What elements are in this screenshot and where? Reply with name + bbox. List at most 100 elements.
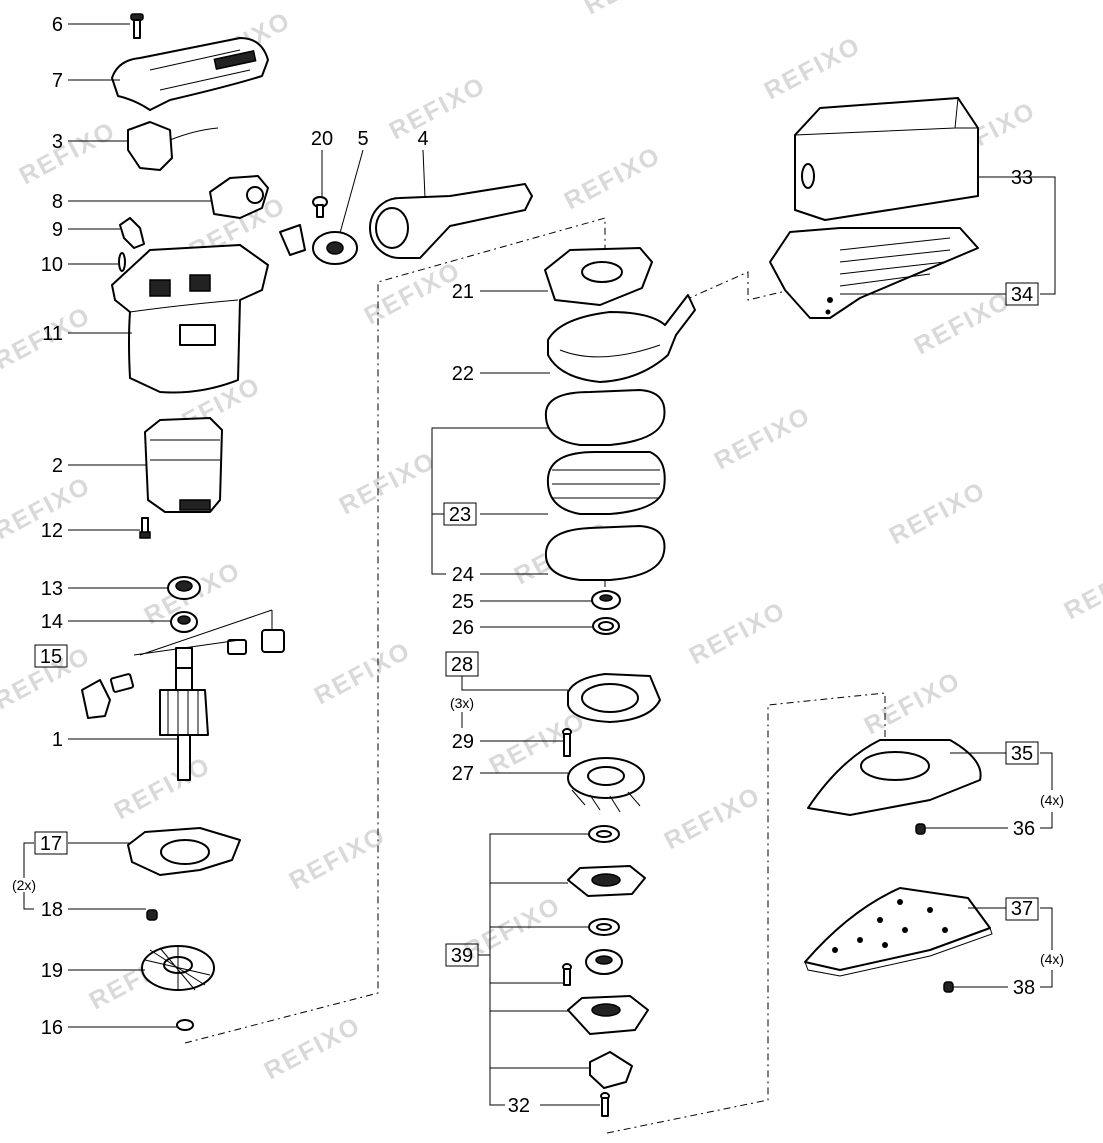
- part-33-dust-container: [794, 97, 979, 221]
- label-26: 26: [452, 617, 474, 639]
- part-37-sanding-pad: [804, 887, 993, 977]
- part-3-switch: [127, 121, 219, 171]
- label-27: 27: [452, 763, 474, 785]
- part-39-bearing-set: [562, 825, 649, 1089]
- label-20: 20: [311, 128, 333, 150]
- label-39: 39: [451, 945, 473, 967]
- part-4-gear-housing: [369, 183, 533, 259]
- part-18-screw: [146, 909, 158, 921]
- part-17-brake-ring: [127, 827, 241, 876]
- part-15-carbon-brushes: [81, 609, 285, 719]
- qty-37: (4x): [1040, 951, 1064, 967]
- part-5-bearing-holder: [279, 224, 358, 265]
- label-12: 12: [41, 520, 63, 542]
- label-19: 19: [41, 960, 63, 982]
- assembly-axes: [184, 217, 886, 1134]
- part-29-screw: [562, 728, 572, 757]
- label-17: 17: [40, 833, 62, 855]
- watermark: REFIXO: [860, 666, 966, 740]
- part-1-armature: [159, 647, 209, 781]
- part-20-screw: [312, 196, 328, 218]
- watermark: REFIXO: [910, 286, 1016, 360]
- label-6: 6: [52, 14, 63, 36]
- watermark: REFIXO: [660, 781, 766, 855]
- label-14: 14: [41, 611, 63, 633]
- watermark: REFIXO: [335, 446, 441, 520]
- part-16-washer: [176, 1019, 194, 1031]
- label-25: 25: [452, 591, 474, 613]
- qty-35: (4x): [1040, 792, 1064, 808]
- part-8-electronic-module: [209, 175, 269, 219]
- label-23: 23: [449, 504, 471, 526]
- label-2: 2: [52, 455, 63, 477]
- qty-28: (3x): [450, 695, 474, 711]
- watermark: REFIXO: [560, 141, 666, 215]
- watermark: REFIXO: [460, 891, 566, 965]
- watermark: REFIXO: [760, 31, 866, 105]
- watermark: REFIXO: [580, 0, 686, 20]
- label-32: 32: [508, 1095, 530, 1117]
- label-16: 16: [41, 1017, 63, 1039]
- part-7-top-cover: [111, 37, 269, 111]
- label-28: 28: [451, 654, 473, 676]
- label-1: 1: [52, 729, 63, 751]
- label-29: 29: [452, 731, 474, 753]
- part-27-fan: [567, 757, 645, 813]
- part-11-motor-housing: [111, 244, 269, 394]
- part-number-labels: 6 7 3 8 9 10 11 2 12 13 14 15 1 17 (2x) …: [12, 14, 1064, 1117]
- watermark: REFIXO: [285, 821, 391, 895]
- label-15: 15: [40, 646, 62, 668]
- leader-lines: [23, 23, 1056, 1106]
- label-8: 8: [52, 191, 63, 213]
- part-9-clip: [119, 217, 145, 249]
- watermark: REFIXO: [310, 636, 416, 710]
- part-32-screw: [600, 1092, 610, 1117]
- watermark: REFIXO: [710, 401, 816, 475]
- part-38-screw: [943, 981, 954, 993]
- label-11: 11: [42, 323, 63, 345]
- label-4: 4: [417, 128, 428, 150]
- label-9: 9: [52, 219, 63, 241]
- part-23-24-seals: [544, 389, 666, 581]
- part-14-bearing: [170, 611, 198, 633]
- part-22-extraction-housing: [547, 294, 696, 383]
- label-24: 24: [452, 564, 474, 586]
- part-28-disc: [567, 673, 661, 723]
- label-22: 22: [452, 363, 474, 385]
- part-12-screw: [139, 517, 151, 539]
- part-10-oring: [118, 252, 126, 272]
- label-boxes: [34, 282, 1039, 967]
- label-37: 37: [1011, 898, 1033, 920]
- part-25-bearing: [591, 590, 621, 610]
- label-21: 21: [452, 281, 474, 303]
- qty-17: (2x): [12, 877, 36, 893]
- part-19-fan: [141, 945, 215, 991]
- label-38: 38: [1013, 977, 1035, 999]
- part-13-bearing: [167, 576, 201, 600]
- part-6-screw: [130, 13, 144, 39]
- label-3: 3: [52, 131, 63, 153]
- watermark: REFIXO: [15, 116, 121, 190]
- label-35: 35: [1011, 743, 1033, 765]
- watermark: REFIXO: [885, 476, 991, 550]
- label-7: 7: [52, 70, 63, 92]
- part-36-screw: [915, 823, 926, 835]
- watermark: REFIXO: [1060, 551, 1103, 625]
- part-26-washer: [592, 617, 620, 635]
- part-34-dust-box: [769, 227, 979, 319]
- watermark: REFIXO: [110, 751, 216, 825]
- part-21-seal-plate: [544, 247, 653, 306]
- label-18: 18: [41, 899, 63, 921]
- part-35-sanding-pad-base: [807, 739, 982, 816]
- label-13: 13: [41, 578, 63, 600]
- watermark: REFIXO: [360, 256, 466, 330]
- watermark: REFIXO: [685, 596, 791, 670]
- label-10: 10: [41, 254, 63, 276]
- label-34: 34: [1011, 284, 1033, 306]
- watermark: REFIXO: [385, 71, 491, 145]
- label-5: 5: [357, 128, 368, 150]
- label-36: 36: [1013, 818, 1035, 840]
- label-33: 33: [1011, 167, 1033, 189]
- watermark: REFIXO: [260, 1011, 366, 1085]
